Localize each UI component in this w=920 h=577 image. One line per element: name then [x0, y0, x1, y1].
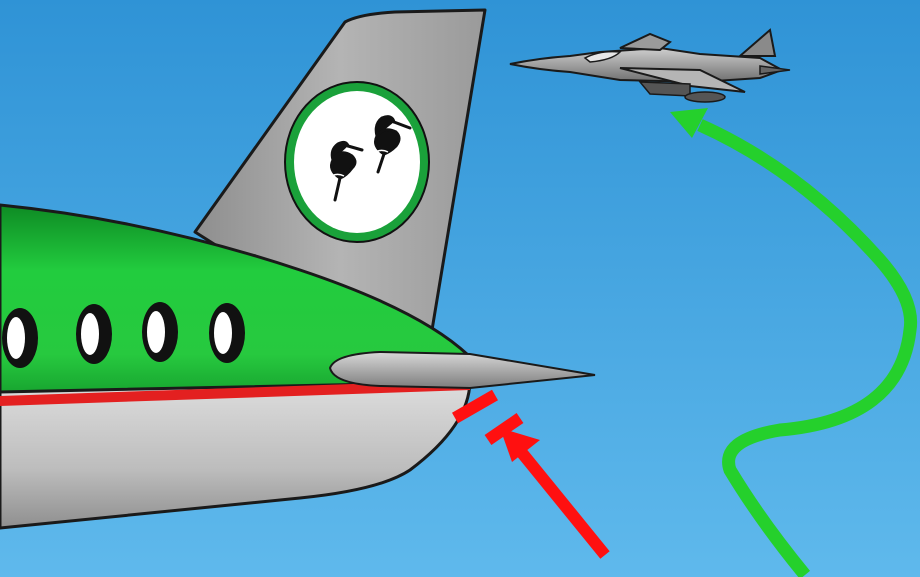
crane-birds-logo-icon — [285, 82, 429, 242]
